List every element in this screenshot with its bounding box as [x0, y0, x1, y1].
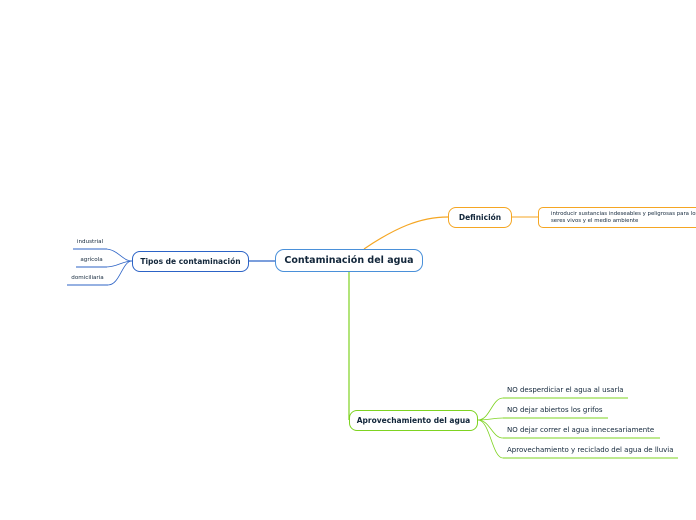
- definicion-text: introducir sustancias indeseables y peli…: [551, 210, 696, 224]
- topic-tipos-contaminacion[interactable]: Tipos de contaminación: [132, 251, 249, 272]
- topic-aprovechamiento-label: Aprovechamiento del agua: [356, 416, 471, 425]
- leaf-industrial[interactable]: industrial: [76, 239, 104, 245]
- link-aprov-4: [477, 419, 504, 459]
- definicion-text-box[interactable]: introducir sustancias indeseables y peli…: [538, 207, 696, 228]
- central-topic-label: Contaminación del agua: [284, 255, 414, 266]
- leaf-aprov-3[interactable]: NO dejar correr el agua innecesariamente: [507, 426, 655, 434]
- topic-tipos-label: Tipos de contaminación: [140, 257, 241, 266]
- link-central-definicion: [363, 216, 449, 250]
- leaf-domiciliaria[interactable]: domiciliaria: [71, 275, 104, 281]
- topic-definicion[interactable]: Definición: [448, 207, 512, 228]
- leaf-aprov-4[interactable]: Aprovechamiento y reciclado del agua de …: [507, 446, 674, 454]
- link-tipos-industrial: [104, 248, 133, 262]
- topic-aprovechamiento[interactable]: Aprovechamiento del agua: [349, 410, 478, 431]
- link-aprov-3: [477, 419, 504, 439]
- leaf-agricola[interactable]: agrícola: [80, 257, 103, 263]
- leaf-aprov-2[interactable]: NO dejar abiertos los grifos: [507, 406, 603, 414]
- topic-definicion-label: Definición: [458, 213, 502, 222]
- leaf-aprov-1[interactable]: NO desperdiciar el agua al usarla: [507, 386, 624, 394]
- link-tipos-domiciliaria: [107, 260, 133, 286]
- link-aprov-1: [477, 397, 504, 421]
- central-topic[interactable]: Contaminación del agua: [275, 249, 423, 272]
